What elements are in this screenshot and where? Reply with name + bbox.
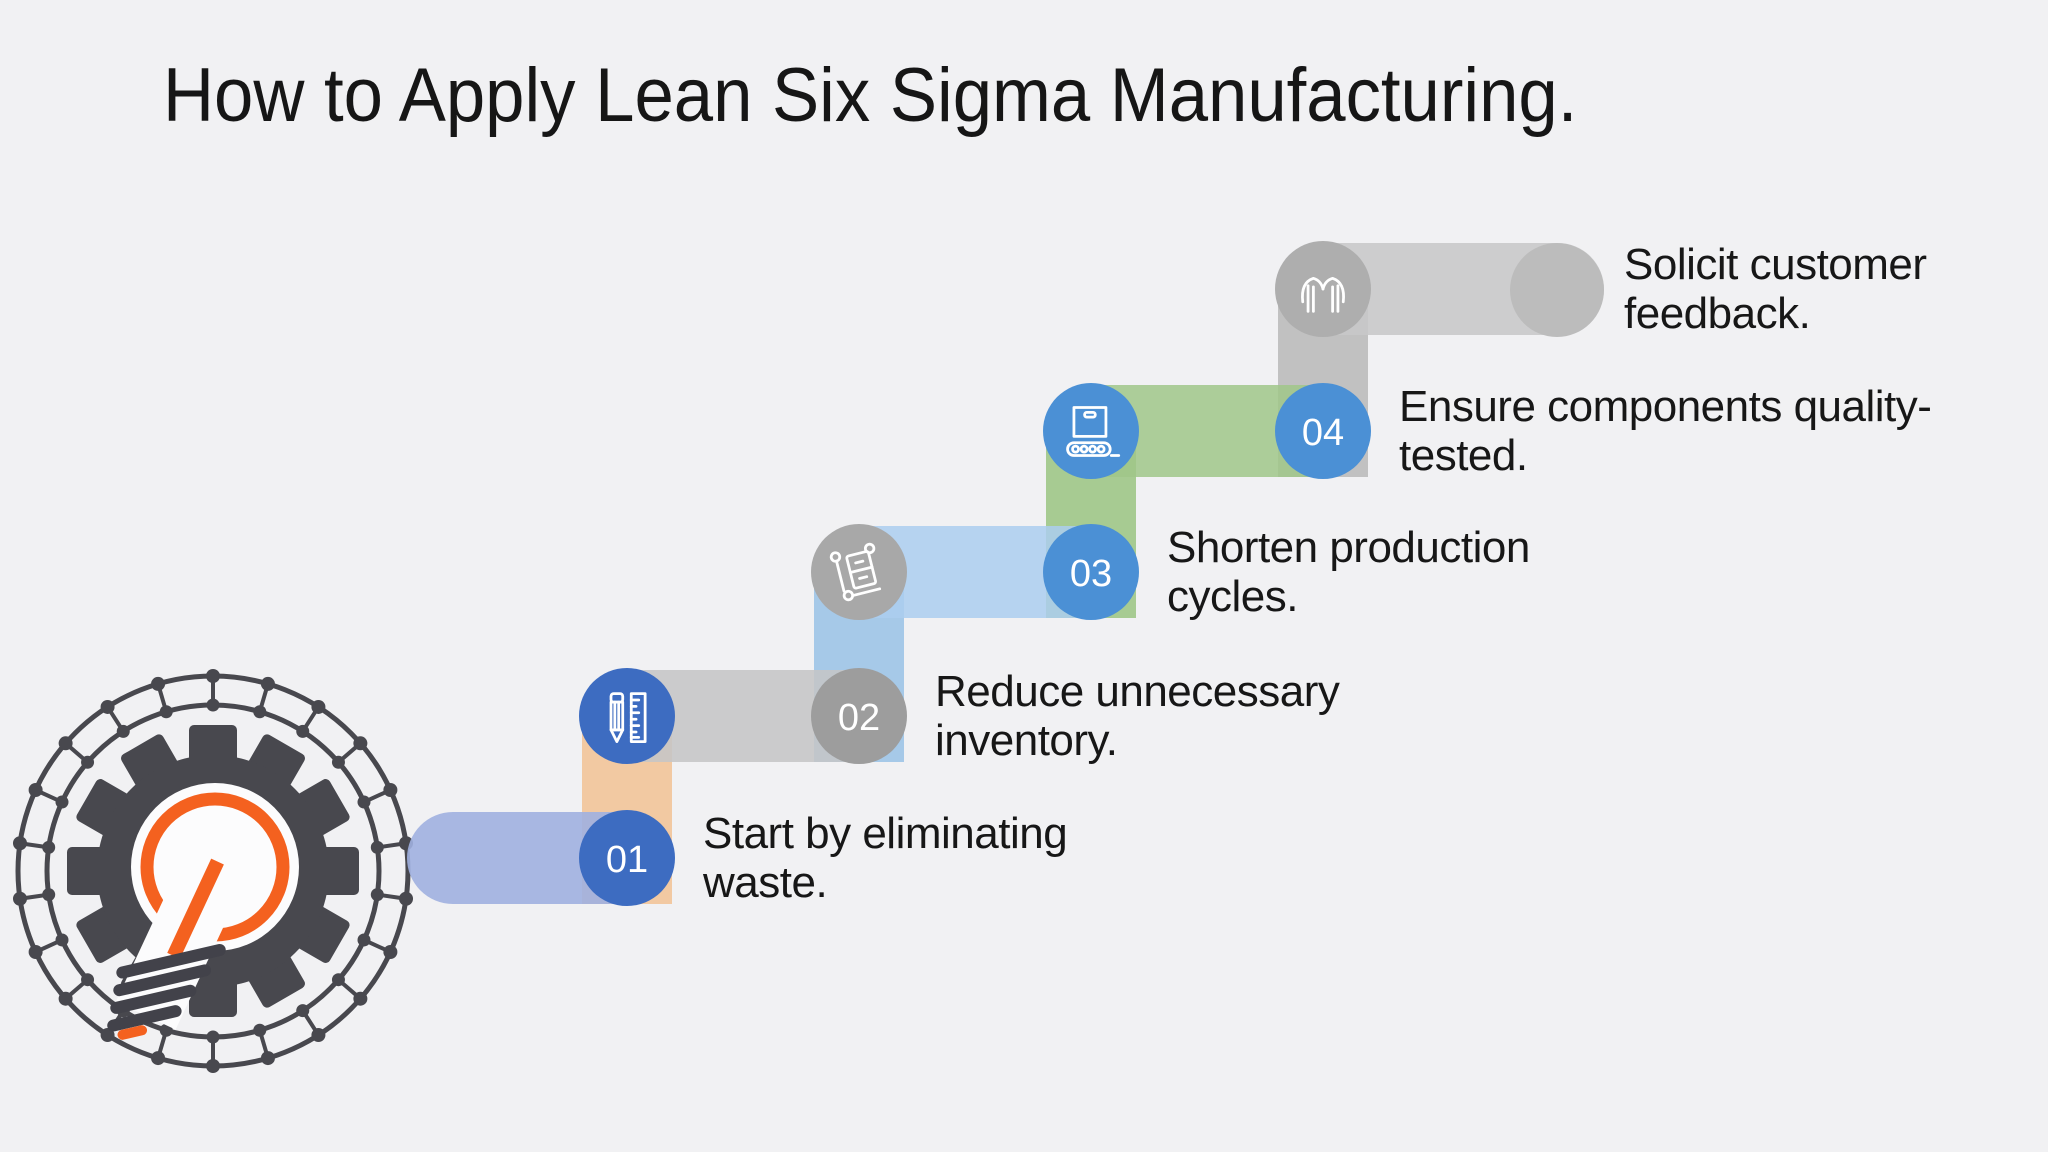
step4-label: Ensure components quality- tested. — [1399, 382, 1932, 480]
step3-number: 03 — [1069, 552, 1113, 595]
step5-end-circle — [1510, 243, 1604, 337]
step5-label: Solicit customer feedback. — [1624, 240, 1927, 338]
step1-label-line2: waste. — [703, 858, 828, 907]
step3-icon-circle — [811, 524, 907, 620]
step2-label-line2: inventory. — [935, 716, 1118, 765]
step2-label-line1: Reduce unnecessary — [935, 667, 1340, 716]
step2-icon-circle — [579, 668, 675, 764]
step3-label: Shorten production cycles. — [1167, 523, 1530, 621]
step4-label-line2: tested. — [1399, 431, 1528, 480]
page-title: How to Apply Lean Six Sigma Manufacturin… — [163, 53, 1578, 138]
step1-label-line1: Start by eliminating — [703, 809, 1068, 858]
step1-label: Start by eliminating waste. — [703, 809, 1068, 907]
step4-icon-circle — [1043, 383, 1139, 479]
people-handshake-icon — [1301, 276, 1345, 313]
step3-number-circle: 03 — [1043, 524, 1139, 620]
step1-number: 01 — [605, 838, 649, 881]
pencil-and-ruler-icon — [609, 692, 647, 743]
step3-label-line1: Shorten production — [1167, 523, 1530, 572]
step2-number-circle: 02 — [811, 668, 907, 764]
step5-label-line1: Solicit customer — [1624, 240, 1927, 289]
hand-truck-icon — [829, 542, 882, 602]
step5-icon-circle — [1275, 241, 1371, 337]
step3-label-line2: cycles. — [1167, 572, 1298, 621]
conveyor-box-icon — [1066, 406, 1121, 457]
step4-label-line1: Ensure components quality- — [1399, 382, 1932, 431]
step2-label: Reduce unnecessary inventory. — [935, 667, 1340, 765]
gear-lightbulb-logo — [12, 669, 414, 1073]
step1-number-circle: 01 — [579, 810, 675, 906]
step4-number-circle: 04 — [1275, 383, 1371, 479]
step4-number: 04 — [1301, 411, 1345, 454]
step2-number: 02 — [837, 696, 881, 739]
step5-label-line2: feedback. — [1624, 289, 1811, 338]
